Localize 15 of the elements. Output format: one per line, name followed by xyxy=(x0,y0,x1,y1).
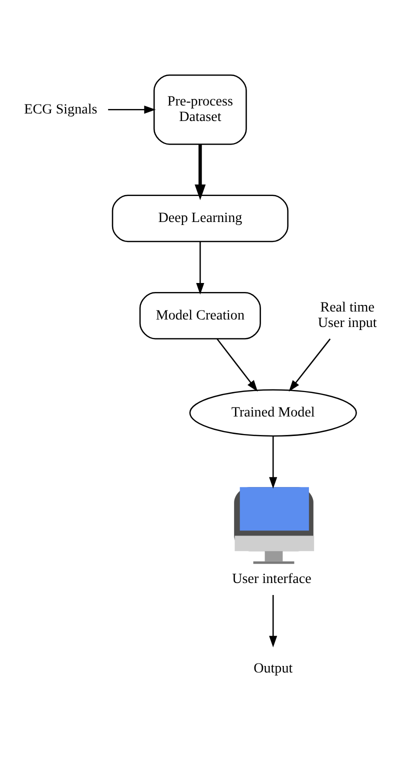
arrow xyxy=(288,338,331,392)
node-text: Output xyxy=(254,660,293,676)
node-label: User interface xyxy=(232,570,312,587)
node-box: Model Creation xyxy=(139,292,261,340)
node-text: Real time User input xyxy=(318,300,377,331)
node-box: Pre-process Dataset xyxy=(153,74,247,145)
arrow xyxy=(196,242,204,294)
arrow xyxy=(216,338,258,392)
node-text: ECG Signals xyxy=(24,101,98,118)
arrow xyxy=(269,595,278,648)
arrow xyxy=(194,144,206,200)
arrow xyxy=(108,106,156,114)
arrow xyxy=(269,436,278,489)
node-ellipse: Trained Model xyxy=(189,389,357,437)
node-box: Deep Learning xyxy=(112,194,288,242)
